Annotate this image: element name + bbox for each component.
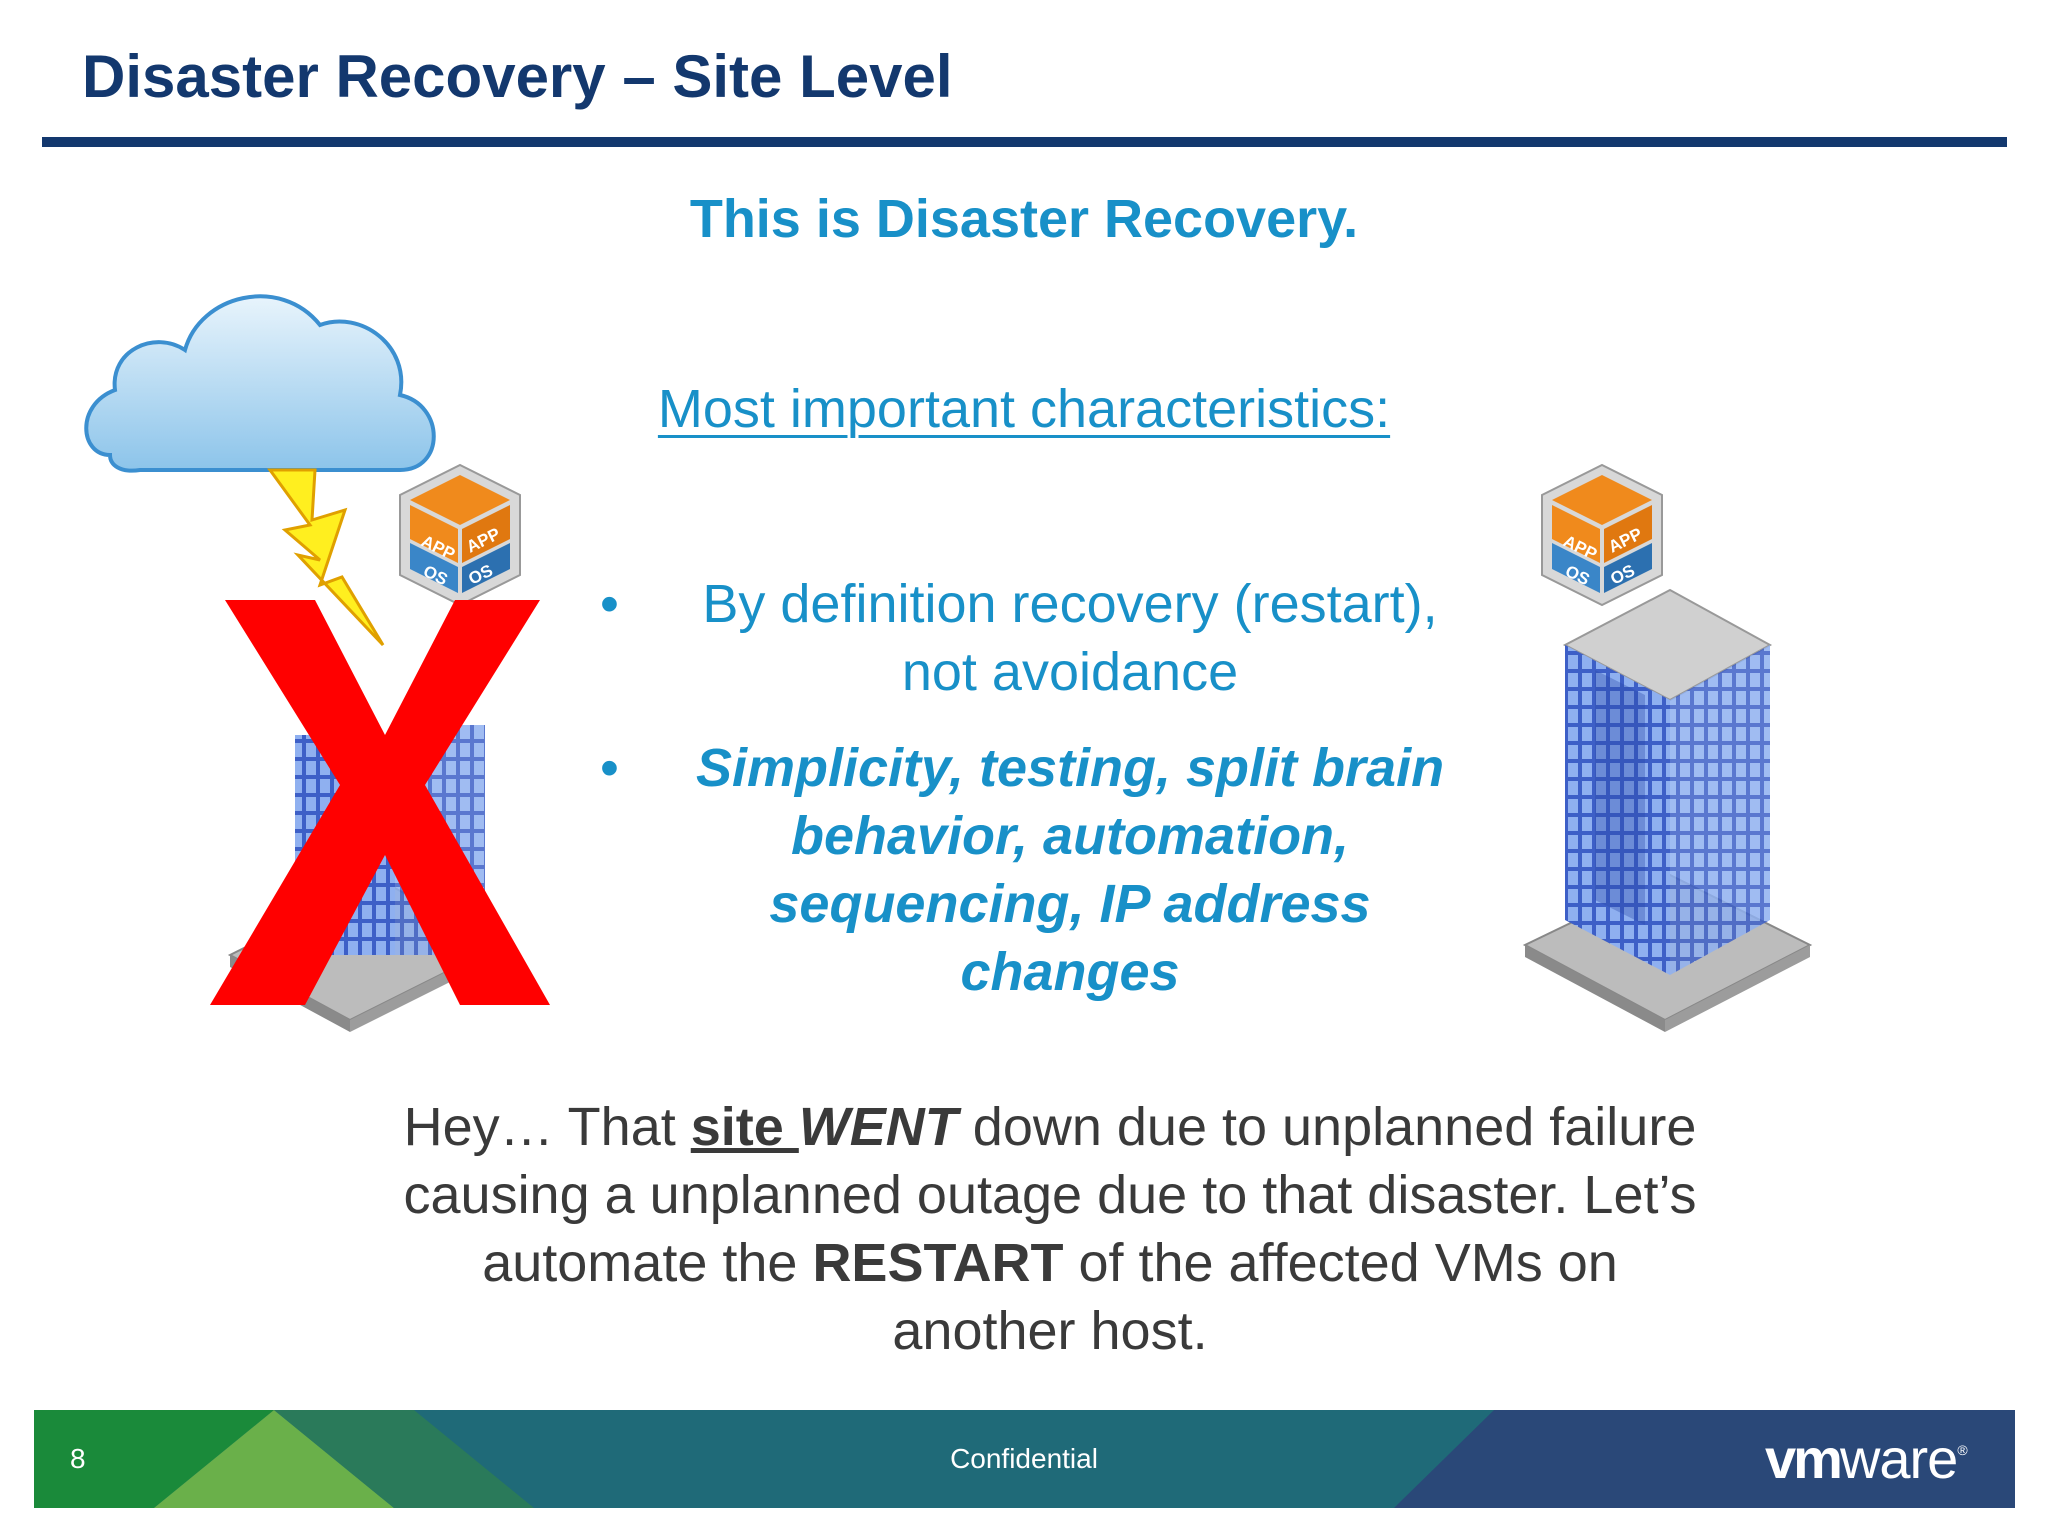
recovery-site-graphic: APP APP OS OS	[1522, 463, 1813, 1032]
title-divider	[42, 137, 2007, 147]
bullet-marker: •	[600, 738, 619, 798]
footer-band	[34, 1410, 2015, 1508]
bullet-line: Simplicity, testing, split brain	[695, 738, 1445, 798]
lightning-icon	[267, 468, 385, 647]
bullet-line: behavior, automation,	[790, 806, 1350, 866]
slide-title: Disaster Recovery – Site Level	[82, 43, 953, 110]
subheading: Most important characteristics:	[657, 379, 1391, 439]
bullet-line: not avoidance	[901, 642, 1239, 702]
cloud-icon	[84, 294, 436, 473]
explanation-paragraph: Hey… That site WENT down due to unplanne…	[403, 1097, 1697, 1361]
headline: This is Disaster Recovery.	[689, 189, 1359, 249]
bullet-line: changes	[960, 942, 1180, 1002]
building-icon	[1522, 588, 1813, 1032]
vm-cube-icon: APP APP OS OS	[399, 463, 521, 607]
page-number: 8	[70, 1443, 86, 1474]
vmware-logo: vmware®	[1765, 1427, 1968, 1490]
confidential-label: Confidential	[950, 1443, 1098, 1474]
vm-cube-icon: APP APP OS OS	[1541, 463, 1663, 607]
bullet-line: sequencing, IP address	[769, 874, 1371, 934]
failed-site-graphic: APP APP OS OS	[84, 294, 550, 1032]
bullet-line: By definition recovery (restart),	[702, 574, 1438, 634]
x-mark-icon	[210, 600, 550, 1005]
bullet-marker: •	[600, 574, 619, 634]
